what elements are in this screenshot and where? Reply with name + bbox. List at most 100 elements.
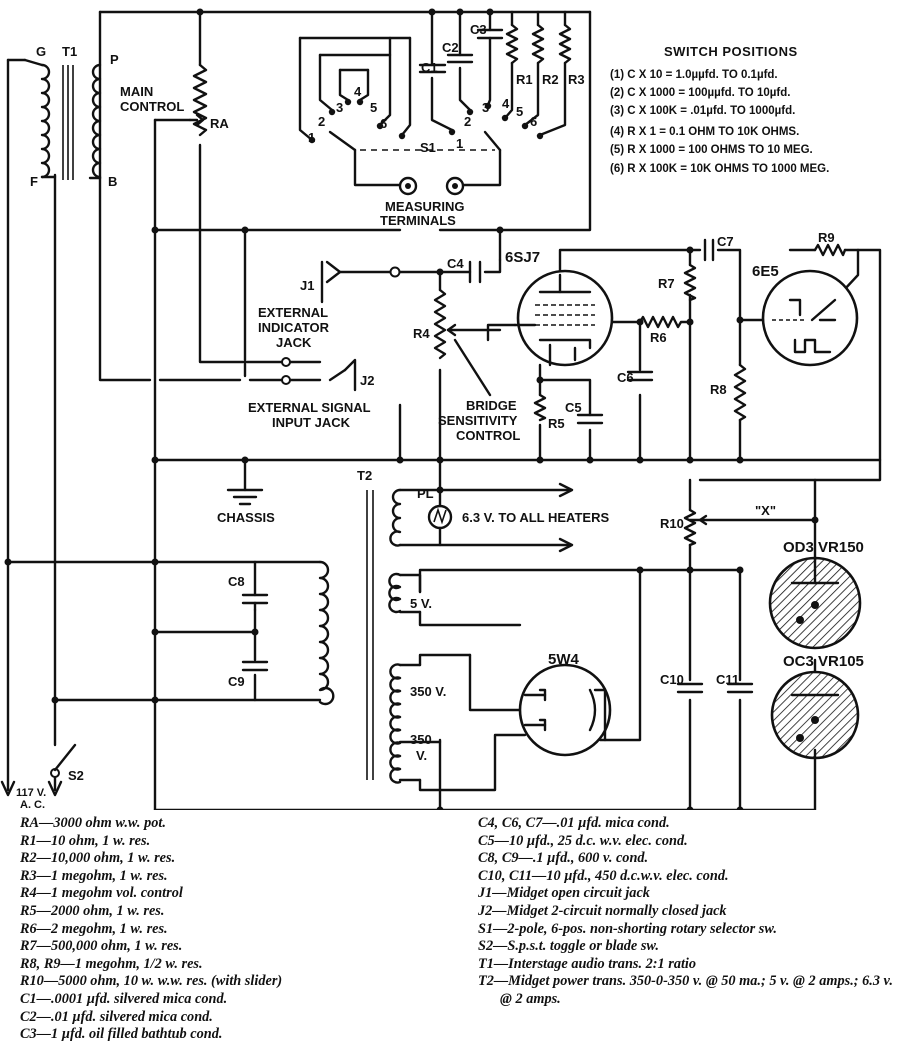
capacitor-c9 (241, 660, 269, 672)
parts-list-left: RA—3000 ohm w.w. pot. R1—10 ohm, 1 w. re… (20, 815, 460, 1044)
label-c1: C1 (421, 60, 438, 75)
part-r3: R3—1 megohm, 1 w. res. (20, 867, 168, 884)
label-r7: R7 (658, 276, 675, 291)
part-ra: RA—3000 ohm w.w. pot. (20, 815, 166, 831)
switch-position-6: (6) R X 100K = 10K OHMS TO 1000 MEG. (610, 163, 829, 175)
resistor-r6 (638, 315, 692, 329)
s1-pos-5: 5 (370, 100, 377, 115)
part-j1: J1—Midget open circuit jack (478, 885, 650, 902)
label-5w4: 5W4 (548, 651, 580, 668)
s1r-pos-4: 4 (502, 96, 510, 111)
part-j2: J2—Midget 2-circuit normally closed jack (478, 902, 727, 919)
s1-pos-3: 3 (336, 100, 343, 115)
switch-s2 (50, 743, 77, 778)
resistor-r7 (683, 263, 697, 302)
junction-dots (4, 8, 819, 810)
capacitor-c11 (726, 682, 754, 694)
resistor-ra (192, 63, 208, 137)
label-chassis: CHASSIS (217, 510, 275, 525)
resistor-r9 (813, 243, 847, 257)
s1-pos-4: 4 (354, 84, 362, 99)
part-c5: C5—10 µfd., 25 d.c. w.v. elec. cond. (478, 832, 688, 849)
part-r4: R4—1 megohm vol. control (20, 885, 183, 902)
label-350v-b-2: V. (416, 748, 427, 763)
label-b: B (108, 174, 117, 189)
label-measuring-2: TERMINALS (380, 213, 456, 228)
label-c3: C3 (470, 22, 487, 37)
s1r-pos-5: 5 (516, 104, 523, 119)
label-r1: R1 (516, 72, 533, 87)
label-s2: S2 (68, 768, 84, 783)
label-s1: S1 (420, 140, 436, 155)
label-6sj7: 6SJ7 (505, 249, 540, 266)
tube-od3 (768, 556, 862, 650)
tube-oc3 (770, 670, 860, 760)
transformer-t1 (23, 58, 102, 180)
capacitor-c7 (703, 238, 715, 262)
resistor-r4 (433, 288, 447, 360)
label-r3: R3 (568, 72, 585, 87)
label-c4: C4 (447, 256, 464, 271)
label-r8: R8 (710, 382, 727, 397)
part-r5: R5—2000 ohm, 1 w. res. (20, 902, 165, 919)
label-bridge-1: BRIDGE (466, 398, 517, 413)
label-ra: RA (210, 116, 229, 131)
label-c5: C5 (565, 400, 582, 415)
label-c6: C6 (617, 370, 634, 385)
label-c10: C10 (660, 672, 684, 687)
tube-6e5 (761, 269, 859, 367)
label-heaters: 6.3 V. TO ALL HEATERS (462, 510, 609, 525)
label-ac-1: 117 V. (16, 787, 46, 799)
label-t2: T2 (357, 468, 372, 483)
label-ext-ind-3: JACK (276, 335, 312, 350)
label-6e5: 6E5 (752, 263, 779, 280)
part-r2: R2—10,000 ohm, 1 w. res. (20, 850, 176, 867)
label-x: "X" (755, 503, 776, 518)
capacitor-c5 (576, 413, 604, 425)
tube-6sj7 (513, 269, 614, 367)
part-r6: R6—2 megohm, 1 w. res. (20, 920, 168, 937)
capacitor-c10 (676, 682, 704, 694)
switch-position-1: (1) C X 10 = 1.0µµfd. TO 0.1µfd. (610, 69, 778, 81)
label-ext-sig-1: EXTERNAL SIGNAL (248, 400, 371, 415)
label-j1: J1 (300, 278, 314, 293)
switch-positions-table: SWITCH POSITIONS (1) C X 10 = 1.0µµfd. T… (610, 44, 829, 175)
s1-pos-1: 1 (308, 130, 315, 145)
part-c8-c9: C8, C9—.1 µfd., 600 v. cond. (478, 850, 649, 867)
part-r1: R1—10 ohm, 1 w. res. (20, 832, 151, 849)
s1-pos-2: 2 (318, 114, 325, 129)
part-r10: R10—5000 ohm, 10 w. w.w. res. (with slid… (20, 973, 283, 990)
switch-positions-title: SWITCH POSITIONS (664, 44, 798, 59)
label-r4: R4 (413, 326, 430, 341)
switch-position-2: (2) C X 1000 = 100µµfd. TO 10µfd. (610, 87, 790, 99)
label-ext-sig-2: INPUT JACK (272, 415, 351, 430)
jack-j2 (281, 357, 357, 392)
part-r7: R7—500,000 ohm, 1 w. res. (20, 938, 183, 955)
label-bridge-3: CONTROL (456, 428, 520, 443)
label-measuring-1: MEASURING (385, 199, 464, 214)
transformer-t2 (318, 488, 442, 784)
chassis-ground-icon (226, 488, 264, 506)
resistor-r5 (533, 393, 547, 422)
measuring-terminals (398, 176, 465, 196)
part-c3: C3—1 µfd. oil filled bathtub cond. (20, 1026, 223, 1043)
label-p: P (110, 52, 119, 67)
label-c2: C2 (442, 40, 459, 55)
label-g: G (36, 44, 46, 59)
label-t1: T1 (62, 44, 77, 59)
capacitor-c4 (468, 260, 482, 284)
label-r9: R9 (818, 230, 835, 245)
label-350v-b-1: 350 (410, 732, 432, 747)
part-c10-c11: C10, C11—10 µfd., 450 d.c.w.v. elec. con… (478, 867, 729, 884)
s1r-pos-1: 1 (456, 136, 463, 151)
s1r-pos-6: 6 (530, 114, 537, 129)
label-bridge-2: SENSITIVITY (438, 413, 518, 428)
label-r6: R6 (650, 330, 667, 345)
label-5v: 5 V. (410, 596, 432, 611)
s1r-pos-2: 2 (464, 114, 471, 129)
switch-position-3: (3) C X 100K = .01µfd. TO 1000µfd. (610, 105, 795, 117)
part-c4-c6-c7: C4, C6, C7—.01 µfd. mica cond. (478, 815, 670, 831)
label-r5: R5 (548, 416, 565, 431)
s1-pos-6: 6 (380, 116, 387, 131)
part-c1: C1—.0001 µfd. silvered mica cond. (20, 990, 228, 1007)
